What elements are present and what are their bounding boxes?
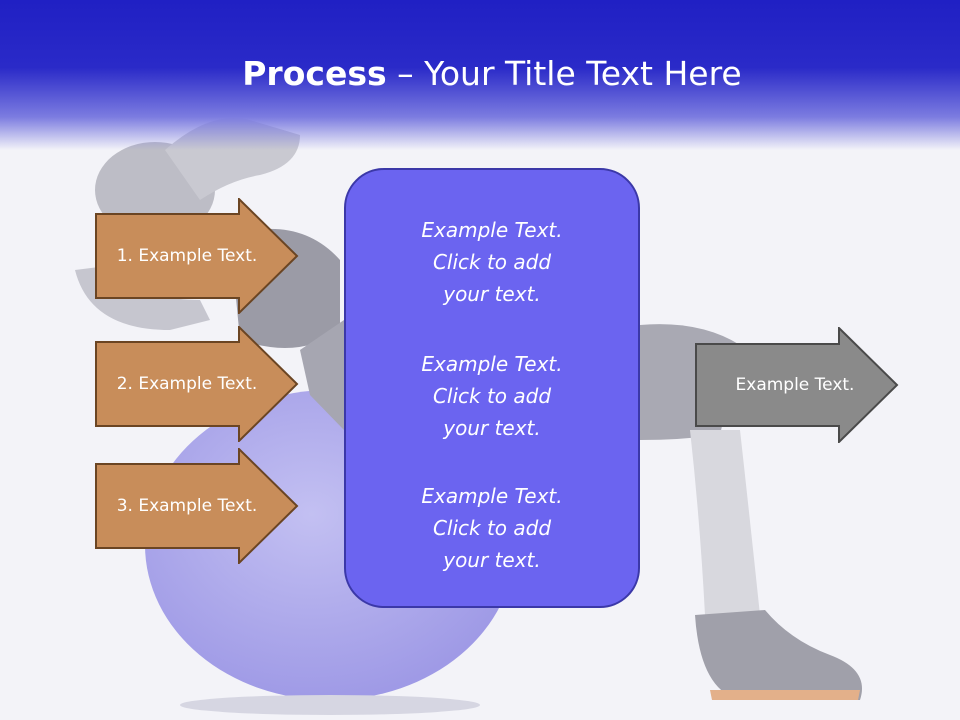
output-arrow[interactable]: Example Text. — [695, 327, 899, 443]
arrow-label: Example Text. — [735, 375, 855, 395]
paragraph-line: Example Text. — [421, 352, 563, 376]
arrow-shape — [695, 327, 899, 443]
paragraph-line: your text. — [443, 416, 541, 440]
paragraph-line: Example Text. — [421, 218, 563, 242]
figure-shoe — [695, 610, 862, 700]
input-arrow-2[interactable]: 2. Example Text. — [95, 326, 299, 442]
center-paragraph-1: Example Text. Click to add your text. — [346, 214, 638, 310]
paragraph-line: your text. — [443, 282, 541, 306]
slide-title[interactable]: Process – Your Title Text Here — [0, 52, 960, 96]
arrow-shape — [95, 448, 299, 564]
title-rest: – Your Title Text Here — [386, 54, 742, 93]
arrow-label: 1. Example Text. — [116, 246, 258, 266]
center-paragraph-3: Example Text. Click to add your text. — [346, 480, 638, 576]
paragraph-line: your text. — [443, 548, 541, 572]
arrow-label: 3. Example Text. — [116, 496, 258, 516]
paragraph-line: Click to add — [432, 516, 552, 540]
header-band — [0, 0, 960, 150]
input-arrow-3[interactable]: 3. Example Text. — [95, 448, 299, 564]
arrow-label: 2. Example Text. — [116, 374, 258, 394]
paragraph-line: Click to add — [432, 250, 552, 274]
paragraph-line: Click to add — [432, 384, 552, 408]
center-paragraph-2: Example Text. Click to add your text. — [346, 348, 638, 444]
figure-shorts — [300, 320, 344, 430]
arrow-shape — [95, 326, 299, 442]
input-arrow-1[interactable]: 1. Example Text. — [95, 198, 299, 314]
paragraph-line: Example Text. — [421, 484, 563, 508]
arrow-shape — [95, 198, 299, 314]
figure-leg — [690, 430, 760, 615]
title-bold: Process — [242, 54, 387, 93]
center-text-box[interactable]: Example Text. Click to add your text. Ex… — [344, 168, 640, 608]
